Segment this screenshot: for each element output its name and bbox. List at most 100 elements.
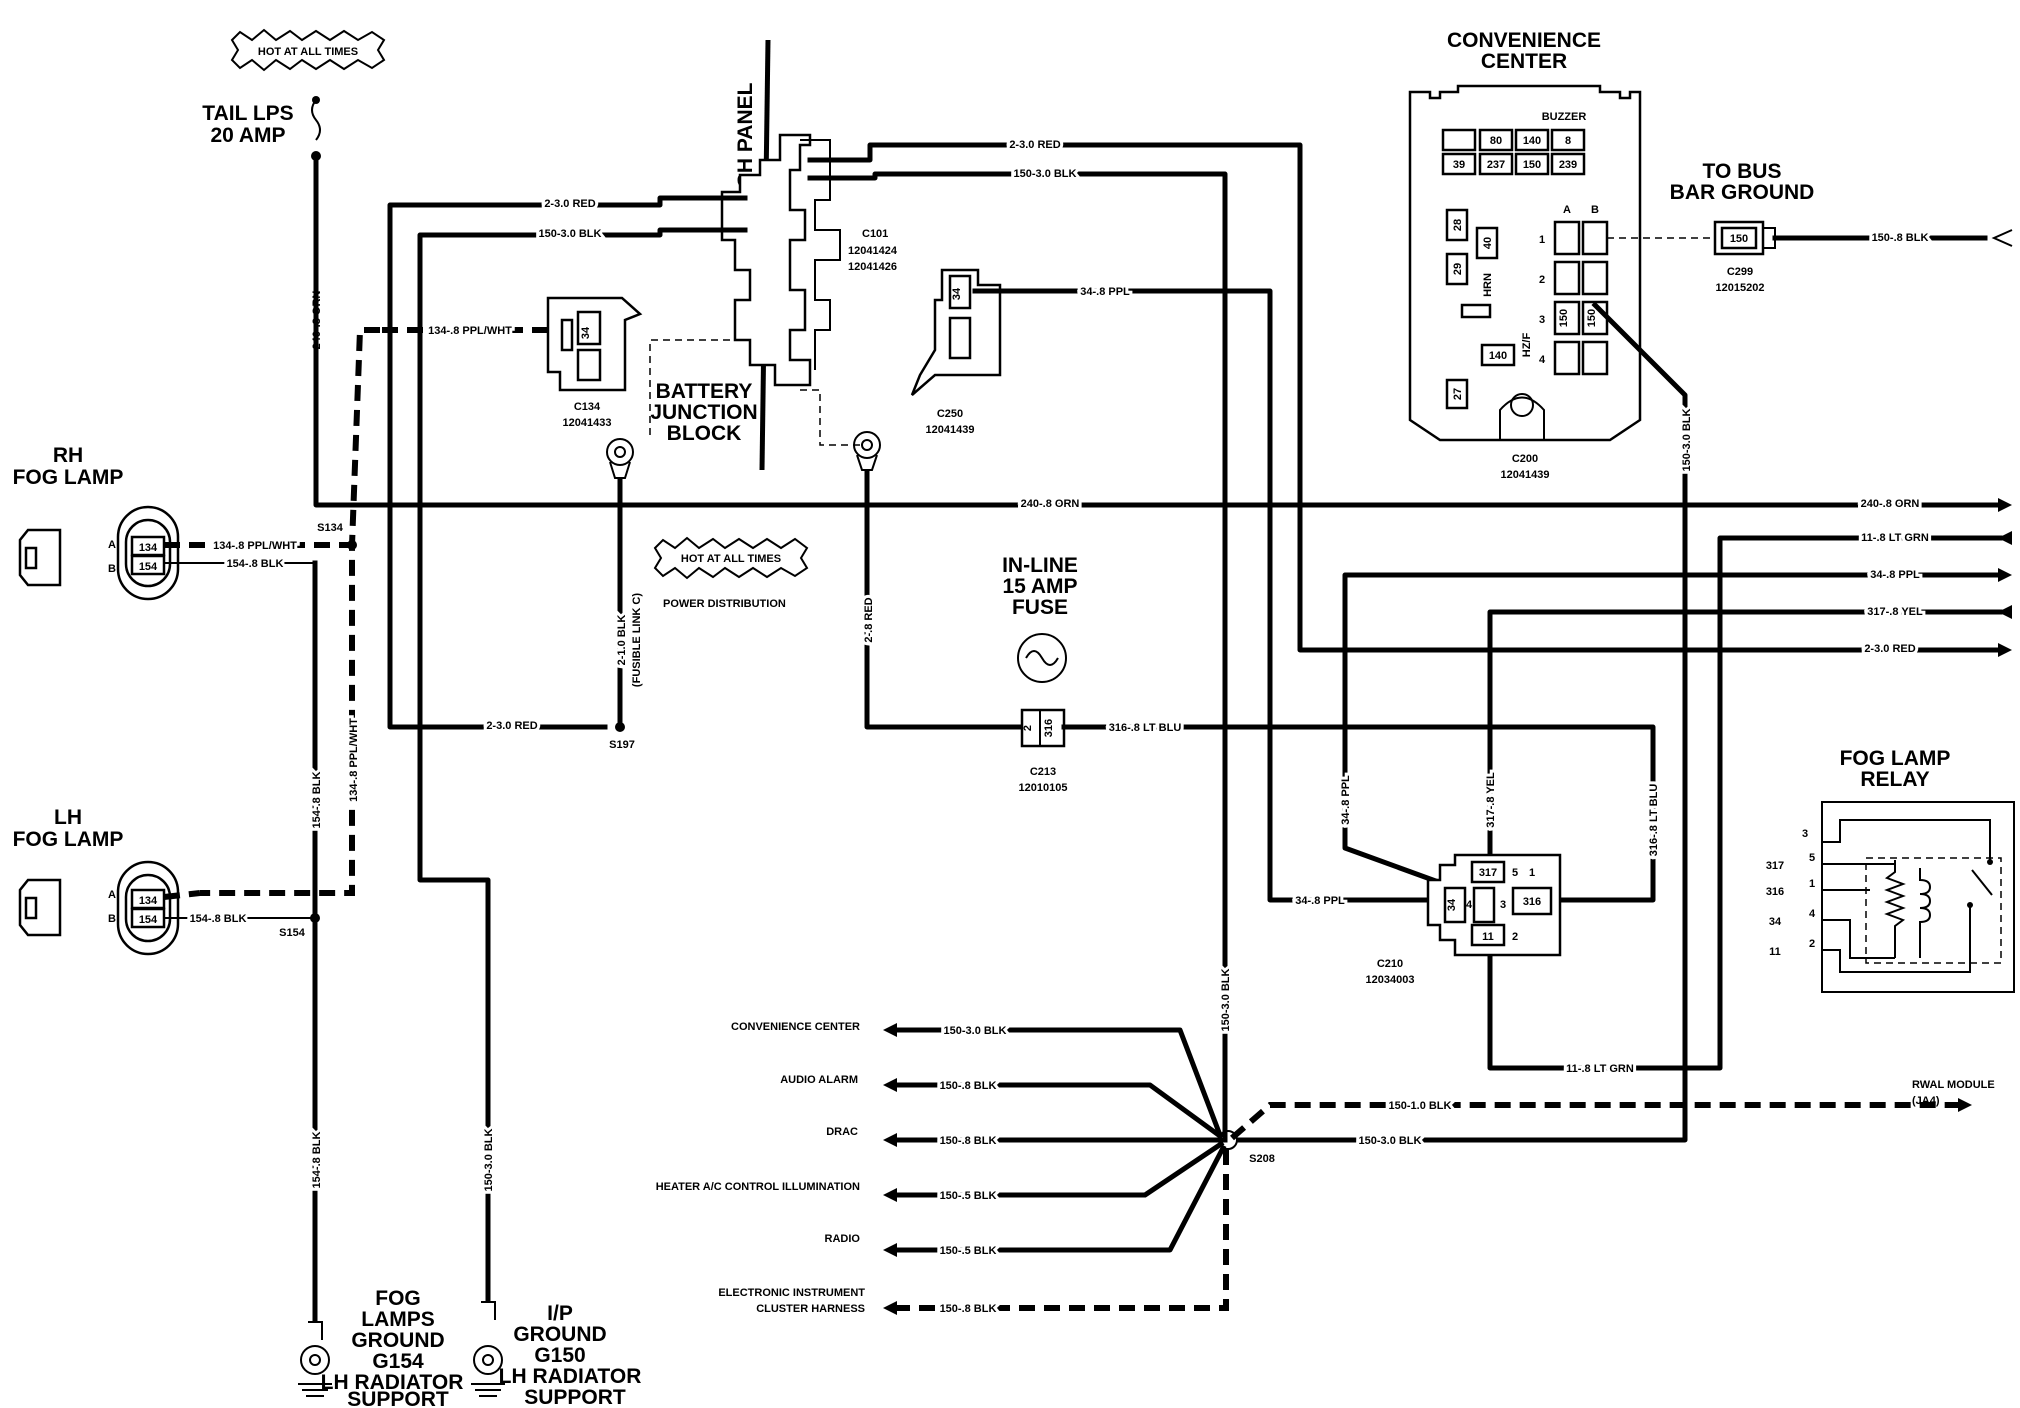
tail-amp-label: 20 AMP — [210, 124, 285, 147]
relay-cav-3: 3 — [1500, 899, 1506, 911]
relay-r-4: 4 — [1809, 908, 1816, 920]
lh-label-2: FOG LAMP — [13, 828, 124, 851]
inline-fuse-symbol — [1017, 633, 1067, 683]
c134-label: C134 — [574, 401, 601, 413]
wire-240-orn — [313, 153, 2003, 508]
battery-dash-right — [800, 389, 860, 446]
fog-gnd-2: LAMPS — [361, 1308, 435, 1331]
wire-34-top-label: 34-.8 PPL — [1080, 286, 1130, 298]
wire-150-v-label: 150-3.0 BLK — [1220, 968, 1232, 1031]
fog-gnd-3: GROUND — [351, 1329, 444, 1352]
c299-pin-150: 150 — [1730, 233, 1748, 245]
wire-134-label: 134-.8 PPL/WHT — [428, 325, 512, 337]
bus-label-2: BAR GROUND — [1670, 181, 1815, 204]
s197-label: S197 — [609, 739, 635, 751]
s134-node — [347, 540, 357, 550]
wire-2blk-label: 2-1.0 BLK — [616, 615, 628, 666]
relay-r-1: 1 — [1809, 878, 1815, 890]
wire-150-s208-label: 150-3.0 BLK — [1359, 1135, 1422, 1147]
wire-2-red-s197-label: 2-3.0 RED — [486, 720, 537, 732]
relay-pin-316: 316 — [1523, 896, 1541, 908]
fuse-40: 40 — [1482, 237, 1494, 249]
arrow-34 — [1998, 568, 2012, 582]
c299-part: 12015202 — [1716, 282, 1765, 294]
hot-at-all-times-badge-mid: HOT AT ALL TIMES — [653, 536, 809, 580]
relay-r-316: 316 — [1766, 886, 1784, 898]
col-b: B — [1591, 204, 1599, 216]
wire-34-right-label: 34-.8 PPL — [1870, 569, 1920, 581]
buzzer-label: BUZZER — [1542, 111, 1587, 123]
s154-label: S154 — [279, 927, 306, 939]
c299-label: C299 — [1727, 266, 1753, 278]
c250-pin-34: 34 — [951, 287, 963, 300]
wire-154-v-label: 154-.8 BLK — [311, 772, 323, 829]
c213-pin-316: 316 — [1043, 719, 1055, 737]
battery-label-1: BATTERY — [656, 380, 753, 403]
inline-label-1: IN-LINE — [1002, 554, 1078, 577]
fog-gnd-5: LH RADIATOR — [321, 1371, 464, 1394]
relay-cav-5: 5 — [1512, 867, 1518, 879]
gnd-name-4: RADIO — [825, 1233, 861, 1245]
s208-label: S208 — [1249, 1153, 1275, 1165]
wire-316-label: 316-.8 LT BLU — [1109, 722, 1182, 734]
wire-150-conv — [1237, 301, 1688, 1143]
fuse-140: 140 — [1523, 135, 1541, 147]
wire-34-relay-label: 34-.8 PPL — [1295, 895, 1345, 907]
battery-label-2: JUNCTION — [650, 401, 757, 424]
lh-pin-134: 134 — [139, 895, 158, 907]
wire-150-ip-label: 150-3.0 BLK — [483, 1128, 495, 1191]
gnd-name-5b: CLUSTER HARNESS — [756, 1303, 865, 1315]
arrow-317 — [1998, 605, 2012, 619]
fuse-150: 150 — [1523, 159, 1541, 171]
gnd-wire-4: 150-.5 BLK — [940, 1245, 997, 1257]
c213-part: 12010105 — [1019, 782, 1068, 794]
tail-fuse-symbol — [311, 99, 321, 141]
wire-154-rh-label: 154-.8 BLK — [227, 558, 284, 570]
gnd-branch-4 — [892, 1144, 1227, 1253]
wire-2-red-c101-label: 2-3.0 RED — [544, 198, 595, 210]
fuse-r3a: 150 — [1558, 309, 1570, 327]
wire-2blk-fusible-label: (FUSIBLE LINK C) — [631, 593, 643, 687]
c213-connector — [1020, 708, 1066, 748]
fuse-239: 239 — [1559, 159, 1577, 171]
ip-gnd-1: I/P — [547, 1302, 573, 1325]
fog-gnd-4: G154 — [372, 1350, 424, 1373]
c134-connector — [546, 296, 643, 392]
gnd-arrow-3 — [883, 1188, 897, 1202]
wire-240-right-label: 240-.8 ORN — [1861, 498, 1920, 510]
c210-connector — [1426, 853, 1562, 957]
gnd-branch-1 — [892, 1082, 1224, 1140]
gnd-arrow-4 — [883, 1243, 897, 1257]
fuse-hrn: HRN — [1482, 273, 1494, 297]
c134-part: 12041433 — [563, 417, 612, 429]
gnd-branch-5 — [895, 1149, 1229, 1311]
relay-label-1: FOG LAMP — [1840, 747, 1951, 770]
battery-dash-left — [649, 339, 730, 440]
fuse-39: 39 — [1453, 159, 1465, 171]
ip-gnd-4: LH RADIATOR — [499, 1365, 642, 1388]
rh-pin-b: B — [108, 563, 116, 575]
relay-cav-4: 4 — [1466, 899, 1473, 911]
wire-2-red-right — [807, 142, 2003, 653]
wire-134-lh — [163, 890, 201, 900]
row-3: 3 — [1539, 314, 1545, 326]
c210-part: 12034003 — [1366, 974, 1415, 986]
wire-134-ppl-wht-vertical — [200, 327, 380, 896]
gnd-branch-3 — [892, 1140, 1225, 1198]
c299-connector — [1713, 220, 1776, 256]
hot-at-all-times-badge-top: HOT AT ALL TIMES — [230, 28, 386, 72]
wire-150-conv-label: 150-3.0 BLK — [1681, 408, 1693, 471]
wire-2-red-right-label: 2-3.0 RED — [1864, 643, 1915, 655]
wire-34-ppl-top — [972, 288, 1458, 903]
fuse-27: 27 — [1452, 388, 1464, 400]
arrow-rwal — [1958, 1098, 1972, 1112]
rwal-label-2: (JA4) — [1912, 1095, 1940, 1107]
wire-150-c101-label: 150-3.0 BLK — [539, 228, 602, 240]
hot-label-mid: HOT AT ALL TIMES — [681, 553, 781, 565]
s197-node — [615, 722, 625, 732]
gnd-wire-3: 150-.5 BLK — [940, 1190, 997, 1202]
tail-lps-label: TAIL LPS — [202, 102, 293, 125]
wire-2red8-label: 2-.8 RED — [863, 597, 875, 642]
fuse-80: 80 — [1490, 135, 1502, 147]
fuse-140b: 140 — [1489, 350, 1507, 362]
